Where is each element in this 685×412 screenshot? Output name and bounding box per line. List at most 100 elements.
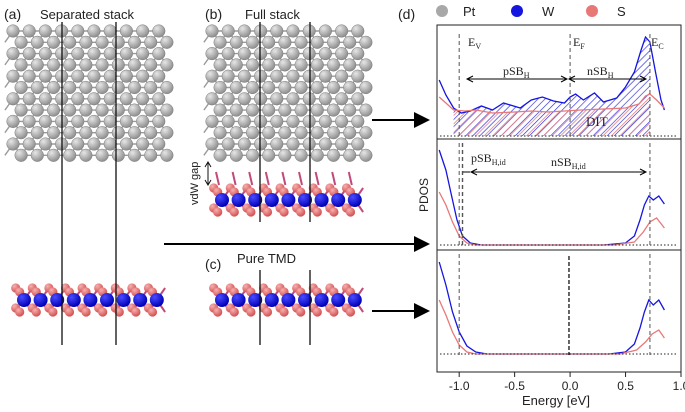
pt-atom — [286, 114, 300, 128]
w-atom — [133, 293, 148, 307]
pt-atom — [6, 137, 20, 151]
s-atom — [312, 207, 322, 217]
pt-atom — [22, 24, 36, 38]
pt-atom — [6, 47, 20, 61]
s-atom — [296, 207, 306, 217]
pt-atom — [335, 24, 349, 38]
pt-atom — [237, 137, 251, 151]
pt-atom — [318, 47, 332, 61]
pt-atom — [359, 103, 373, 117]
pt-atom — [359, 80, 373, 95]
pt-atom — [262, 148, 276, 162]
pt-atom — [127, 103, 142, 117]
pt-atom — [144, 80, 158, 95]
pt-atom — [359, 126, 373, 140]
pt-atom — [245, 103, 260, 117]
pt-atom — [95, 126, 109, 140]
y-axis-label: PDOS — [417, 178, 431, 212]
pt-atom — [326, 148, 341, 162]
pt-atom — [14, 148, 28, 162]
pt-slab-separated — [4, 24, 174, 162]
pt-atom — [245, 80, 260, 95]
pt-atom — [270, 114, 284, 128]
pt-atom — [144, 58, 158, 72]
x-tick-label: 0.0 — [562, 379, 579, 393]
w-atom — [281, 193, 296, 207]
pt-atom — [30, 148, 44, 162]
pt-atom — [286, 137, 300, 151]
pt-atom — [127, 35, 142, 49]
s-atom — [48, 307, 58, 317]
w-atom — [50, 293, 65, 307]
ec-label: EC — [651, 35, 664, 51]
w-atom — [149, 293, 164, 307]
pt-atom — [46, 126, 61, 140]
pt-atom — [229, 103, 243, 117]
pt-atom — [205, 137, 219, 151]
nsb-hid-label: nSBH,id — [551, 155, 586, 171]
plot-frame — [436, 24, 682, 373]
pt-atom — [30, 58, 44, 72]
pt-atom — [46, 148, 61, 162]
cell-boundaries — [61, 22, 311, 345]
pt-atom — [205, 92, 219, 106]
pt-atom — [160, 35, 174, 49]
pt-atom — [71, 24, 85, 38]
pt-atom — [160, 80, 174, 95]
pt-atom — [103, 92, 117, 106]
tmd-layer-full — [209, 171, 364, 217]
s-atom — [296, 307, 306, 317]
pt-atom — [14, 35, 28, 49]
pt-s-bond — [347, 171, 353, 186]
pt-atom — [111, 80, 125, 95]
pt-atom — [63, 103, 77, 117]
pt-atom — [111, 35, 125, 49]
pt-atom — [343, 126, 357, 140]
pt-atom — [335, 92, 349, 106]
s-atom — [262, 207, 273, 217]
pt-atom — [262, 35, 276, 49]
pt-atom — [229, 35, 243, 49]
pt-atom — [152, 47, 166, 61]
pt-atom — [87, 47, 101, 61]
pt-atom — [278, 80, 292, 95]
pt-atom — [310, 80, 324, 95]
pt-atom — [326, 35, 341, 49]
s-atom — [229, 207, 239, 217]
pt-atom — [79, 103, 93, 117]
pt-atom — [221, 47, 235, 61]
pt-atom — [302, 114, 316, 128]
pt-atom — [95, 35, 109, 49]
s-atom — [279, 207, 289, 217]
pt-atom — [302, 69, 316, 83]
pt-atom — [221, 114, 235, 128]
pt-atom — [103, 114, 117, 128]
pt-s-bond — [298, 171, 303, 186]
pt-atom — [237, 24, 251, 38]
pt-atom — [302, 137, 316, 151]
pt-atom — [213, 35, 227, 49]
pt-atom — [278, 103, 292, 117]
pt-atom — [63, 148, 77, 162]
pt-atom — [136, 47, 150, 61]
energy-level-labels: EV EF EC — [468, 35, 664, 51]
panel-b-letter: (b) — [205, 6, 222, 22]
pt-atom — [245, 148, 260, 162]
pt-atom — [351, 92, 365, 106]
x-tick-label: 0.5 — [617, 379, 634, 393]
w-curve-mid — [438, 149, 665, 246]
pt-atom — [351, 114, 365, 128]
s-atom — [213, 307, 223, 317]
pt-atom — [111, 58, 125, 72]
pt-atom — [302, 47, 316, 61]
s-atom — [31, 307, 41, 317]
barrier-annotations-top: pSBH nSBH DIT — [465, 64, 648, 129]
legend-s-label: S — [617, 4, 626, 19]
pt-atom — [95, 148, 109, 162]
pt-atom — [213, 126, 227, 140]
pt-atom — [343, 103, 357, 117]
pt-atom — [87, 24, 101, 38]
pt-atom — [310, 148, 324, 162]
pt-atom — [286, 69, 300, 83]
w-atom — [314, 193, 329, 207]
